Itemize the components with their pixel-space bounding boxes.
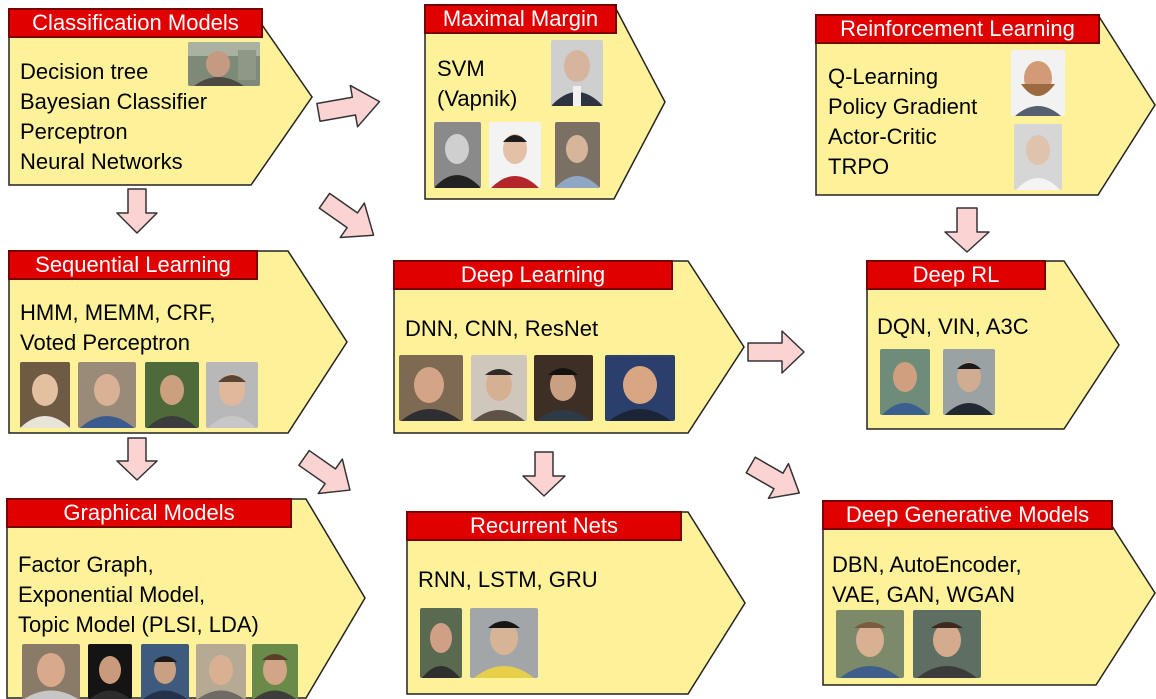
module-title: Recurrent Nets [406, 511, 682, 541]
arrow-down-right [318, 192, 375, 239]
portrait [188, 42, 260, 86]
module-title: Maximal Margin [424, 4, 617, 34]
model-line: HMM, MEMM, CRF, [20, 300, 216, 325]
portrait [880, 349, 930, 415]
model-line: Actor-Critic [828, 124, 937, 149]
portrait [489, 122, 541, 188]
arrow-down [944, 207, 990, 253]
module-title: Deep Learning [393, 260, 673, 290]
portrait [420, 608, 462, 678]
module-deep-learning: Deep Learning DNN, CNN, ResNet [393, 260, 745, 434]
arrow-down [116, 437, 158, 481]
portrait [471, 355, 527, 421]
model-line: Factor Graph, [18, 552, 154, 577]
model-line: Q-Learning [828, 64, 939, 89]
model-line: (Vapnik) [437, 86, 518, 111]
portrait [913, 610, 981, 678]
module-title: Sequential Learning [8, 250, 258, 280]
arrow-right [316, 84, 381, 128]
module-graphical: Graphical Models Factor Graph, Exponenti… [6, 498, 366, 699]
portrait [470, 608, 538, 678]
portrait [1014, 124, 1062, 190]
module-classification: Classification Models Decision tree Baye… [8, 8, 313, 186]
arrow-down-right [298, 449, 351, 495]
module-deep-rl: Deep RL DQN, VIN, A3C [866, 260, 1120, 430]
model-line: DQN, VIN, A3C [877, 314, 1029, 339]
arrow-right [747, 330, 805, 374]
portrait [534, 355, 593, 421]
arrow-down-right [745, 456, 800, 500]
model-line: VAE, GAN, WGAN [832, 582, 1015, 607]
model-line: DNN, CNN, ResNet [405, 316, 599, 341]
portrait [252, 644, 298, 699]
arrow-down [522, 451, 566, 497]
portrait [78, 362, 136, 428]
arrow-down [116, 188, 158, 234]
portrait [399, 355, 463, 421]
module-reinforcement: Reinforcement Learning Q-Learning Policy… [815, 14, 1156, 196]
portrait [141, 644, 189, 699]
portrait [88, 644, 132, 699]
model-line: Neural Networks [20, 149, 183, 174]
module-title: Deep RL [866, 260, 1046, 290]
model-line: DBN, AutoEncoder, [832, 552, 1022, 577]
model-line: Topic Model (PLSI, LDA) [18, 612, 259, 637]
portrait [1011, 50, 1065, 116]
module-sequential: Sequential Learning HMM, MEMM, CRF, Vote… [8, 250, 348, 434]
model-line: Exponential Model, [18, 582, 206, 607]
module-title: Classification Models [8, 8, 263, 38]
model-line: Voted Perceptron [20, 330, 191, 355]
model-line: SVM [437, 56, 485, 81]
model-line: Bayesian Classifier [20, 89, 208, 114]
portrait [555, 122, 600, 188]
portrait [551, 40, 603, 106]
portrait [605, 355, 675, 421]
model-line: RNN, LSTM, GRU [418, 567, 598, 592]
portrait [196, 644, 246, 699]
module-title: Graphical Models [6, 498, 292, 528]
portrait [943, 349, 995, 415]
module-deep-generative: Deep Generative Models DBN, AutoEncoder,… [822, 500, 1156, 686]
portrait [145, 362, 199, 428]
portrait [206, 362, 258, 428]
module-title: Deep Generative Models [822, 500, 1113, 530]
portrait [434, 122, 481, 188]
model-line: Decision tree [20, 59, 149, 84]
portrait [836, 610, 904, 678]
portrait [22, 644, 80, 699]
module-recurrent: Recurrent Nets RNN, LSTM, GRU [406, 511, 746, 695]
module-maximal-margin: Maximal Margin SVM (Vapnik) [424, 4, 666, 200]
model-line: Policy Gradient [828, 94, 978, 119]
portrait [20, 362, 70, 428]
model-line: TRPO [828, 154, 890, 179]
module-title: Reinforcement Learning [815, 14, 1100, 44]
model-line: Perceptron [20, 119, 128, 144]
